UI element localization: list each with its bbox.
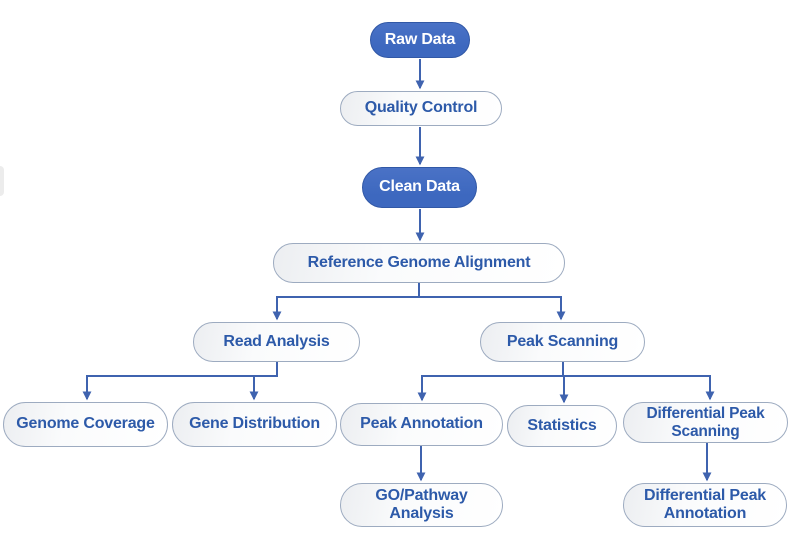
node-quality-control: Quality Control bbox=[340, 91, 502, 126]
node-peak-annotation: Peak Annotation bbox=[340, 403, 503, 446]
node-differential-peak-annotation: Differential Peak Annotation bbox=[623, 483, 787, 527]
node-genome-coverage: Genome Coverage bbox=[3, 402, 168, 447]
node-raw-data: Raw Data bbox=[370, 22, 470, 58]
node-reference-genome-alignment: Reference Genome Alignment bbox=[273, 243, 565, 283]
node-go-pathway-analysis: GO/Pathway Analysis bbox=[340, 483, 503, 527]
node-differential-peak-scanning: Differential Peak Scanning bbox=[623, 402, 788, 443]
node-clean-data: Clean Data bbox=[362, 167, 477, 208]
node-read-analysis: Read Analysis bbox=[193, 322, 360, 362]
node-peak-scanning: Peak Scanning bbox=[480, 322, 645, 362]
node-gene-distribution: Gene Distribution bbox=[172, 402, 337, 447]
left-edge-artifact bbox=[0, 166, 4, 196]
node-statistics: Statistics bbox=[507, 405, 617, 447]
